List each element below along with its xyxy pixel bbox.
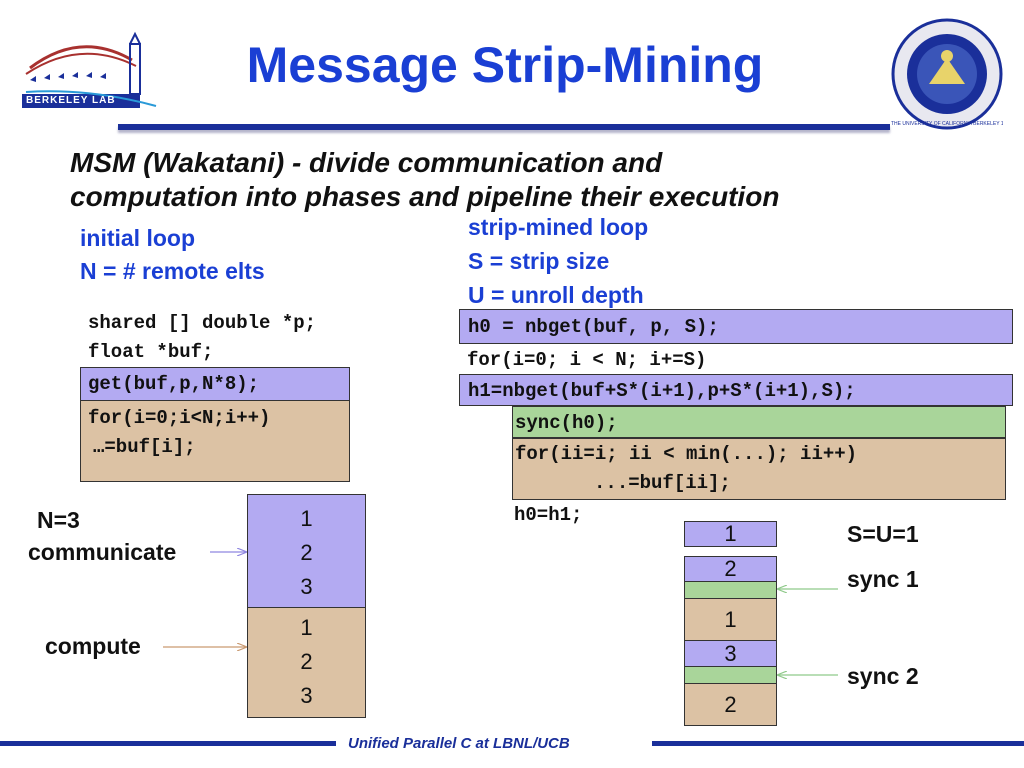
- compute-value: 1: [300, 615, 313, 640]
- compute-block: 1 2 3: [247, 607, 366, 718]
- unroll-depth-label: U = unroll depth: [468, 282, 644, 308]
- strip-code-line-3: h1=nbget(buf+S*(i+1),p+S*(i+1),S);: [468, 380, 856, 402]
- communicate-value: 1: [300, 506, 313, 531]
- compute-value: 2: [300, 649, 313, 674]
- strip-mined-loop-label: strip-mined loop: [468, 214, 649, 240]
- subtitle-line-2: computation into phases and pipeline the…: [70, 181, 780, 212]
- initial-code-line-5: …=buf[i];: [93, 436, 196, 458]
- n-equals-3-label: N=3: [37, 507, 80, 533]
- berkeley-lab-logo: Berkeley Lab: [20, 30, 160, 110]
- strip-h0-box: h0 = nbget(buf, p, S);: [459, 309, 1013, 344]
- initial-code-line-3: get(buf,p,N*8);: [88, 373, 260, 395]
- uc-seal-graphic: [891, 18, 1003, 130]
- initial-code-line-4: for(i=0;i<N;i++): [88, 407, 271, 429]
- strip-compute-box: for(ii=i; ii < min(...); ii++) ...=buf[i…: [512, 438, 1006, 500]
- communicate-value: 3: [300, 574, 313, 599]
- berkeley-lab-logo-text: Berkeley Lab: [26, 95, 116, 106]
- footer-rule-left: [0, 741, 336, 746]
- strip-size-label: S = strip size: [468, 248, 610, 274]
- berkeley-lab-logo-graphic: [22, 31, 157, 108]
- pipeline-cell-sync-1: [684, 581, 777, 599]
- strip-code-line-1: h0 = nbget(buf, p, S);: [468, 316, 719, 338]
- strip-sync-box: sync(h0);: [512, 406, 1006, 438]
- strip-code-line-2: for(i=0; i < N; i+=S): [467, 349, 707, 371]
- uc-seal-text: THE UNIVERSITY OF CALIFORNIA BERKELEY 18…: [891, 121, 1003, 127]
- compute-value: 3: [300, 683, 313, 708]
- pipeline-cell-compute-2: 2: [684, 683, 777, 726]
- strip-code-line-4: sync(h0);: [515, 412, 618, 434]
- communicate-block: 1 2 3: [247, 494, 366, 608]
- pipeline-cell-compute-1: 1: [684, 598, 777, 641]
- strip-code-line-6: ...=buf[ii];: [537, 472, 731, 494]
- pipeline-cell-comm-2: 2: [684, 556, 777, 582]
- uc-seal-logo: THE UNIVERSITY OF CALIFORNIA BERKELEY 18…: [891, 18, 1003, 130]
- initial-code-line-1: shared [] double *p;: [88, 312, 317, 334]
- initial-compute-box: for(i=0;i<N;i++) …=buf[i];: [80, 400, 350, 482]
- initial-code-line-2: float *buf;: [88, 341, 214, 363]
- pipeline-cell-comm-3: 3: [684, 640, 777, 667]
- communicate-value: 2: [300, 540, 313, 565]
- strip-code-line-7: h0=h1;: [514, 504, 583, 526]
- title-rule: [118, 124, 890, 130]
- strip-code-line-5: for(ii=i; ii < min(...); ii++): [515, 443, 858, 465]
- pipeline-cell-comm-1: 1: [684, 521, 777, 547]
- sync-1-label: sync 1: [847, 566, 919, 592]
- page-title: Message Strip-Mining: [246, 37, 764, 93]
- sync-2-label: sync 2: [847, 663, 919, 689]
- communicate-label: communicate: [28, 539, 177, 565]
- footer-text: Unified Parallel C at LBNL/UCB: [348, 735, 570, 752]
- pipeline-cell-sync-2: [684, 666, 777, 684]
- n-remote-elts-label: N = # remote elts: [80, 258, 265, 284]
- strip-h1-box: h1=nbget(buf+S*(i+1),p+S*(i+1),S);: [459, 374, 1013, 406]
- initial-loop-label: initial loop: [80, 225, 195, 251]
- compute-label: compute: [45, 633, 141, 659]
- footer-rule-right: [652, 741, 1024, 746]
- initial-get-box: get(buf,p,N*8);: [80, 367, 350, 401]
- subtitle-line-1: MSM (Wakatani) - divide communication an…: [70, 147, 663, 178]
- subtitle: MSM (Wakatani) - divide communication an…: [70, 146, 779, 214]
- s-u-label: S=U=1: [847, 521, 919, 547]
